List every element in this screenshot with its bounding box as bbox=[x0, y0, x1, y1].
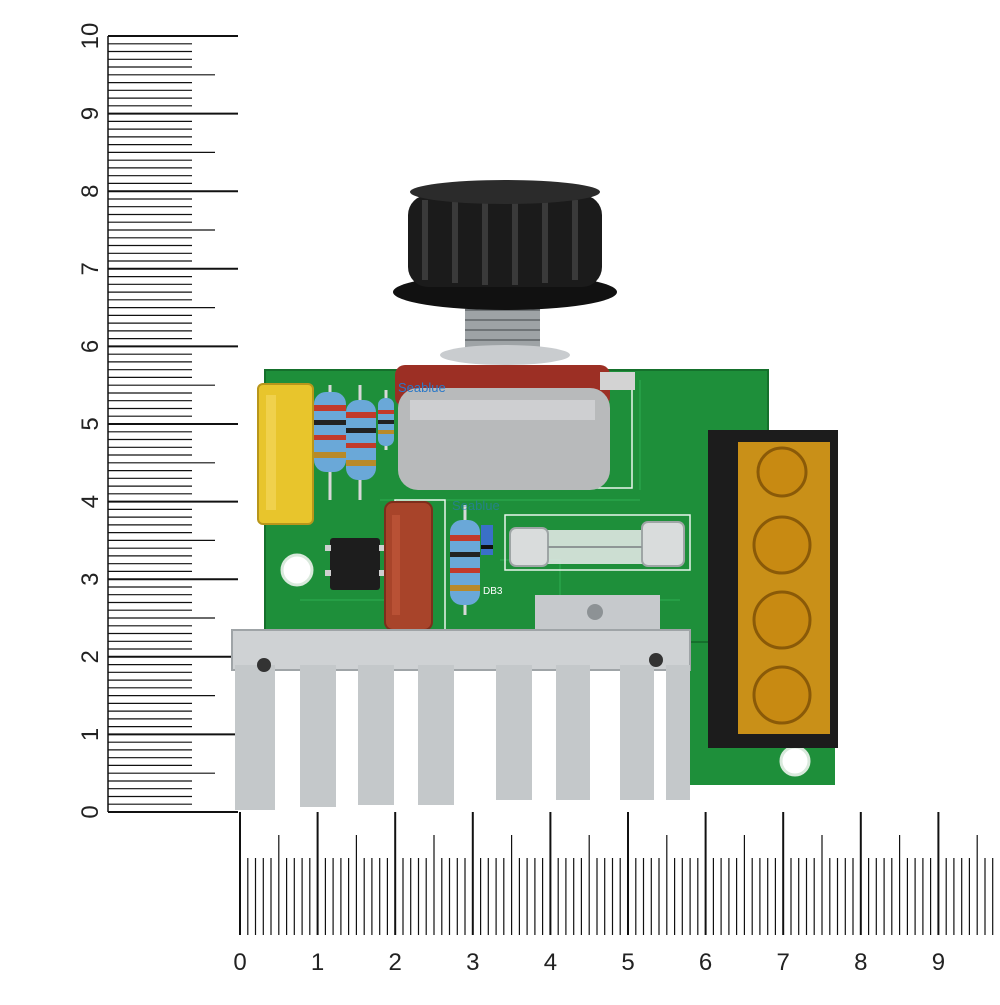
diode bbox=[481, 525, 493, 555]
screw-terminal-block bbox=[708, 430, 838, 748]
horizontal-ruler-label: 8 bbox=[854, 949, 867, 976]
vertical-ruler-label: 5 bbox=[77, 417, 104, 430]
rotary-knob bbox=[393, 180, 617, 310]
horizontal-ruler-label: 5 bbox=[621, 949, 634, 976]
silkscreen-db3: DB3 bbox=[483, 586, 503, 597]
horizontal-ruler-label: 7 bbox=[777, 949, 790, 976]
dimmer-module: DB3 Seablue Seablue bbox=[231, 180, 838, 810]
vertical-ruler-label: 7 bbox=[77, 262, 104, 275]
resistor bbox=[346, 385, 376, 500]
terminal-screw bbox=[752, 515, 812, 575]
glass-fuse bbox=[509, 521, 685, 567]
mounting-hole bbox=[779, 745, 811, 777]
vertical-ruler-label: 10 bbox=[77, 23, 104, 50]
terminal-screw bbox=[752, 665, 812, 725]
vertical-ruler-label: 8 bbox=[77, 185, 104, 198]
ic-chip bbox=[330, 538, 380, 590]
vertical-ruler-label: 1 bbox=[77, 728, 104, 741]
vertical-ruler-label: 0 bbox=[77, 805, 104, 818]
horizontal-ruler-label: 0 bbox=[233, 949, 246, 976]
watermark-small: Seablue bbox=[398, 380, 446, 395]
vertical-ruler-label: 6 bbox=[77, 340, 104, 353]
aluminium-heatsink bbox=[231, 629, 691, 810]
resistor bbox=[378, 390, 394, 450]
horizontal-ruler: 0 1 2 3 4 5 6 7 8 9 bbox=[233, 812, 994, 976]
vertical-ruler-label: 2 bbox=[77, 650, 104, 663]
resistor bbox=[450, 505, 480, 615]
vertical-ruler-label: 3 bbox=[77, 573, 104, 586]
horizontal-ruler-label: 3 bbox=[466, 949, 479, 976]
horizontal-ruler-label: 1 bbox=[311, 949, 324, 976]
horizontal-ruler-label: 4 bbox=[544, 949, 557, 976]
potentiometer bbox=[395, 365, 635, 490]
resistor bbox=[314, 385, 346, 500]
terminal-screw bbox=[752, 590, 812, 650]
vertical-ruler: 0 1 2 3 4 5 6 7 8 9 10 bbox=[77, 23, 238, 819]
horizontal-ruler-label: 9 bbox=[932, 949, 945, 976]
horizontal-ruler-label: 2 bbox=[389, 949, 402, 976]
terminal-screw bbox=[756, 446, 808, 498]
horizontal-ruler-label: 6 bbox=[699, 949, 712, 976]
mounting-hole bbox=[280, 553, 314, 587]
vertical-ruler-label: 4 bbox=[77, 495, 104, 508]
vertical-ruler-label: 9 bbox=[77, 107, 104, 120]
watermark-large: Seablue bbox=[452, 498, 500, 513]
